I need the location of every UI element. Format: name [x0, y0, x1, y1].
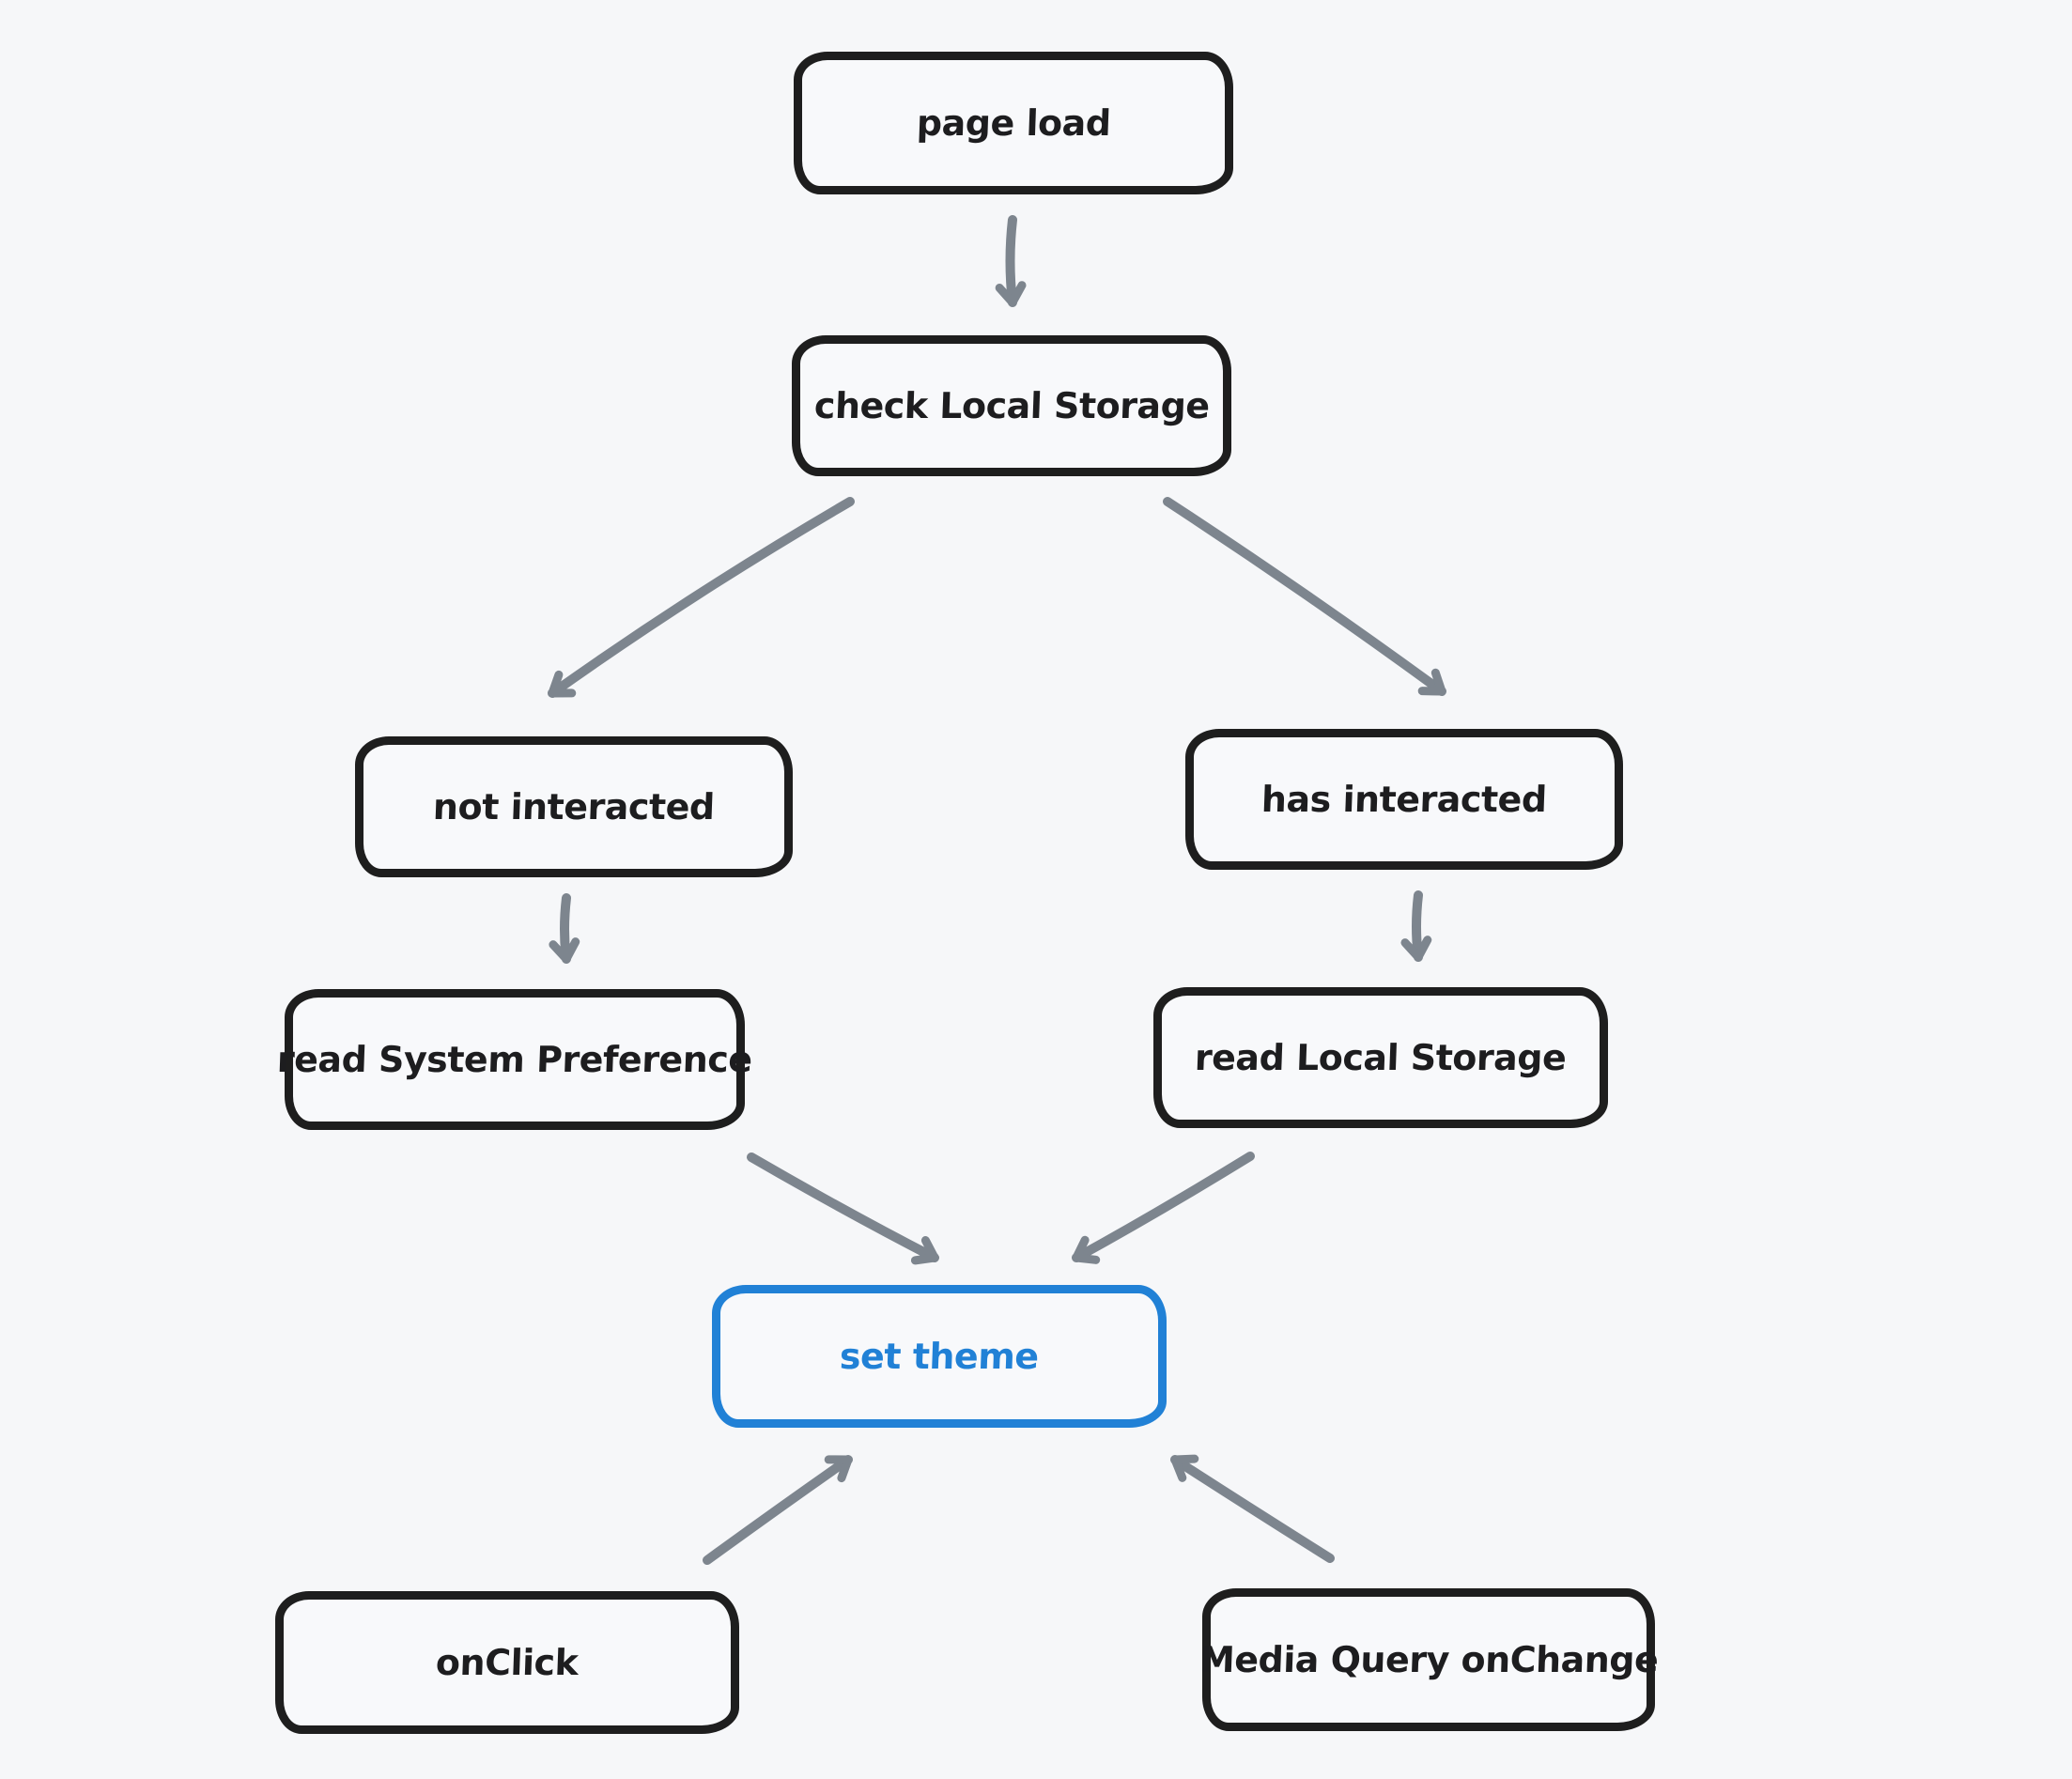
node-page-load[interactable]: page load [794, 52, 1233, 194]
edge-media-query-onchange-to-set-theme [1170, 1454, 1335, 1563]
node-not-interacted[interactable]: not interacted [355, 736, 793, 877]
node-has-interacted-label: has interacted [1260, 779, 1548, 820]
edge-page-load-to-check-local-storage [995, 215, 1027, 307]
edge-has-interacted-to-read-local-storage [1400, 890, 1432, 962]
node-media-query-onchange[interactable]: Media Query onChange [1198, 1588, 1659, 1731]
node-not-interacted-label: not interacted [432, 786, 716, 828]
node-check-local-storage-label: check Local Storage [812, 385, 1211, 426]
node-set-theme-label: set theme [839, 1336, 1040, 1377]
node-read-system-preference[interactable]: read System Preference [276, 989, 753, 1130]
node-read-local-storage-label: read Local Storage [1194, 1037, 1568, 1078]
edge-not-interacted-to-read-system-preference [549, 893, 580, 964]
node-onclick[interactable]: onClick [275, 1591, 739, 1734]
edge-read-system-preference-to-set-theme [747, 1152, 939, 1265]
node-onclick-label: onClick [435, 1642, 580, 1683]
node-set-theme[interactable]: set theme [712, 1285, 1167, 1428]
node-check-local-storage[interactable]: check Local Storage [792, 335, 1231, 476]
edge-check-local-storage-to-has-interacted [1163, 497, 1446, 696]
node-has-interacted[interactable]: has interacted [1185, 729, 1623, 870]
node-media-query-onchange-label: Media Query onChange [1198, 1639, 1659, 1680]
node-read-system-preference-label: read System Preference [276, 1039, 753, 1080]
node-read-local-storage[interactable]: read Local Storage [1153, 987, 1608, 1128]
edge-check-local-storage-to-not-interacted [548, 497, 855, 698]
edge-read-local-storage-to-set-theme [1072, 1152, 1255, 1264]
edge-onclick-to-set-theme [703, 1455, 853, 1565]
node-page-load-label: page load [915, 102, 1112, 144]
